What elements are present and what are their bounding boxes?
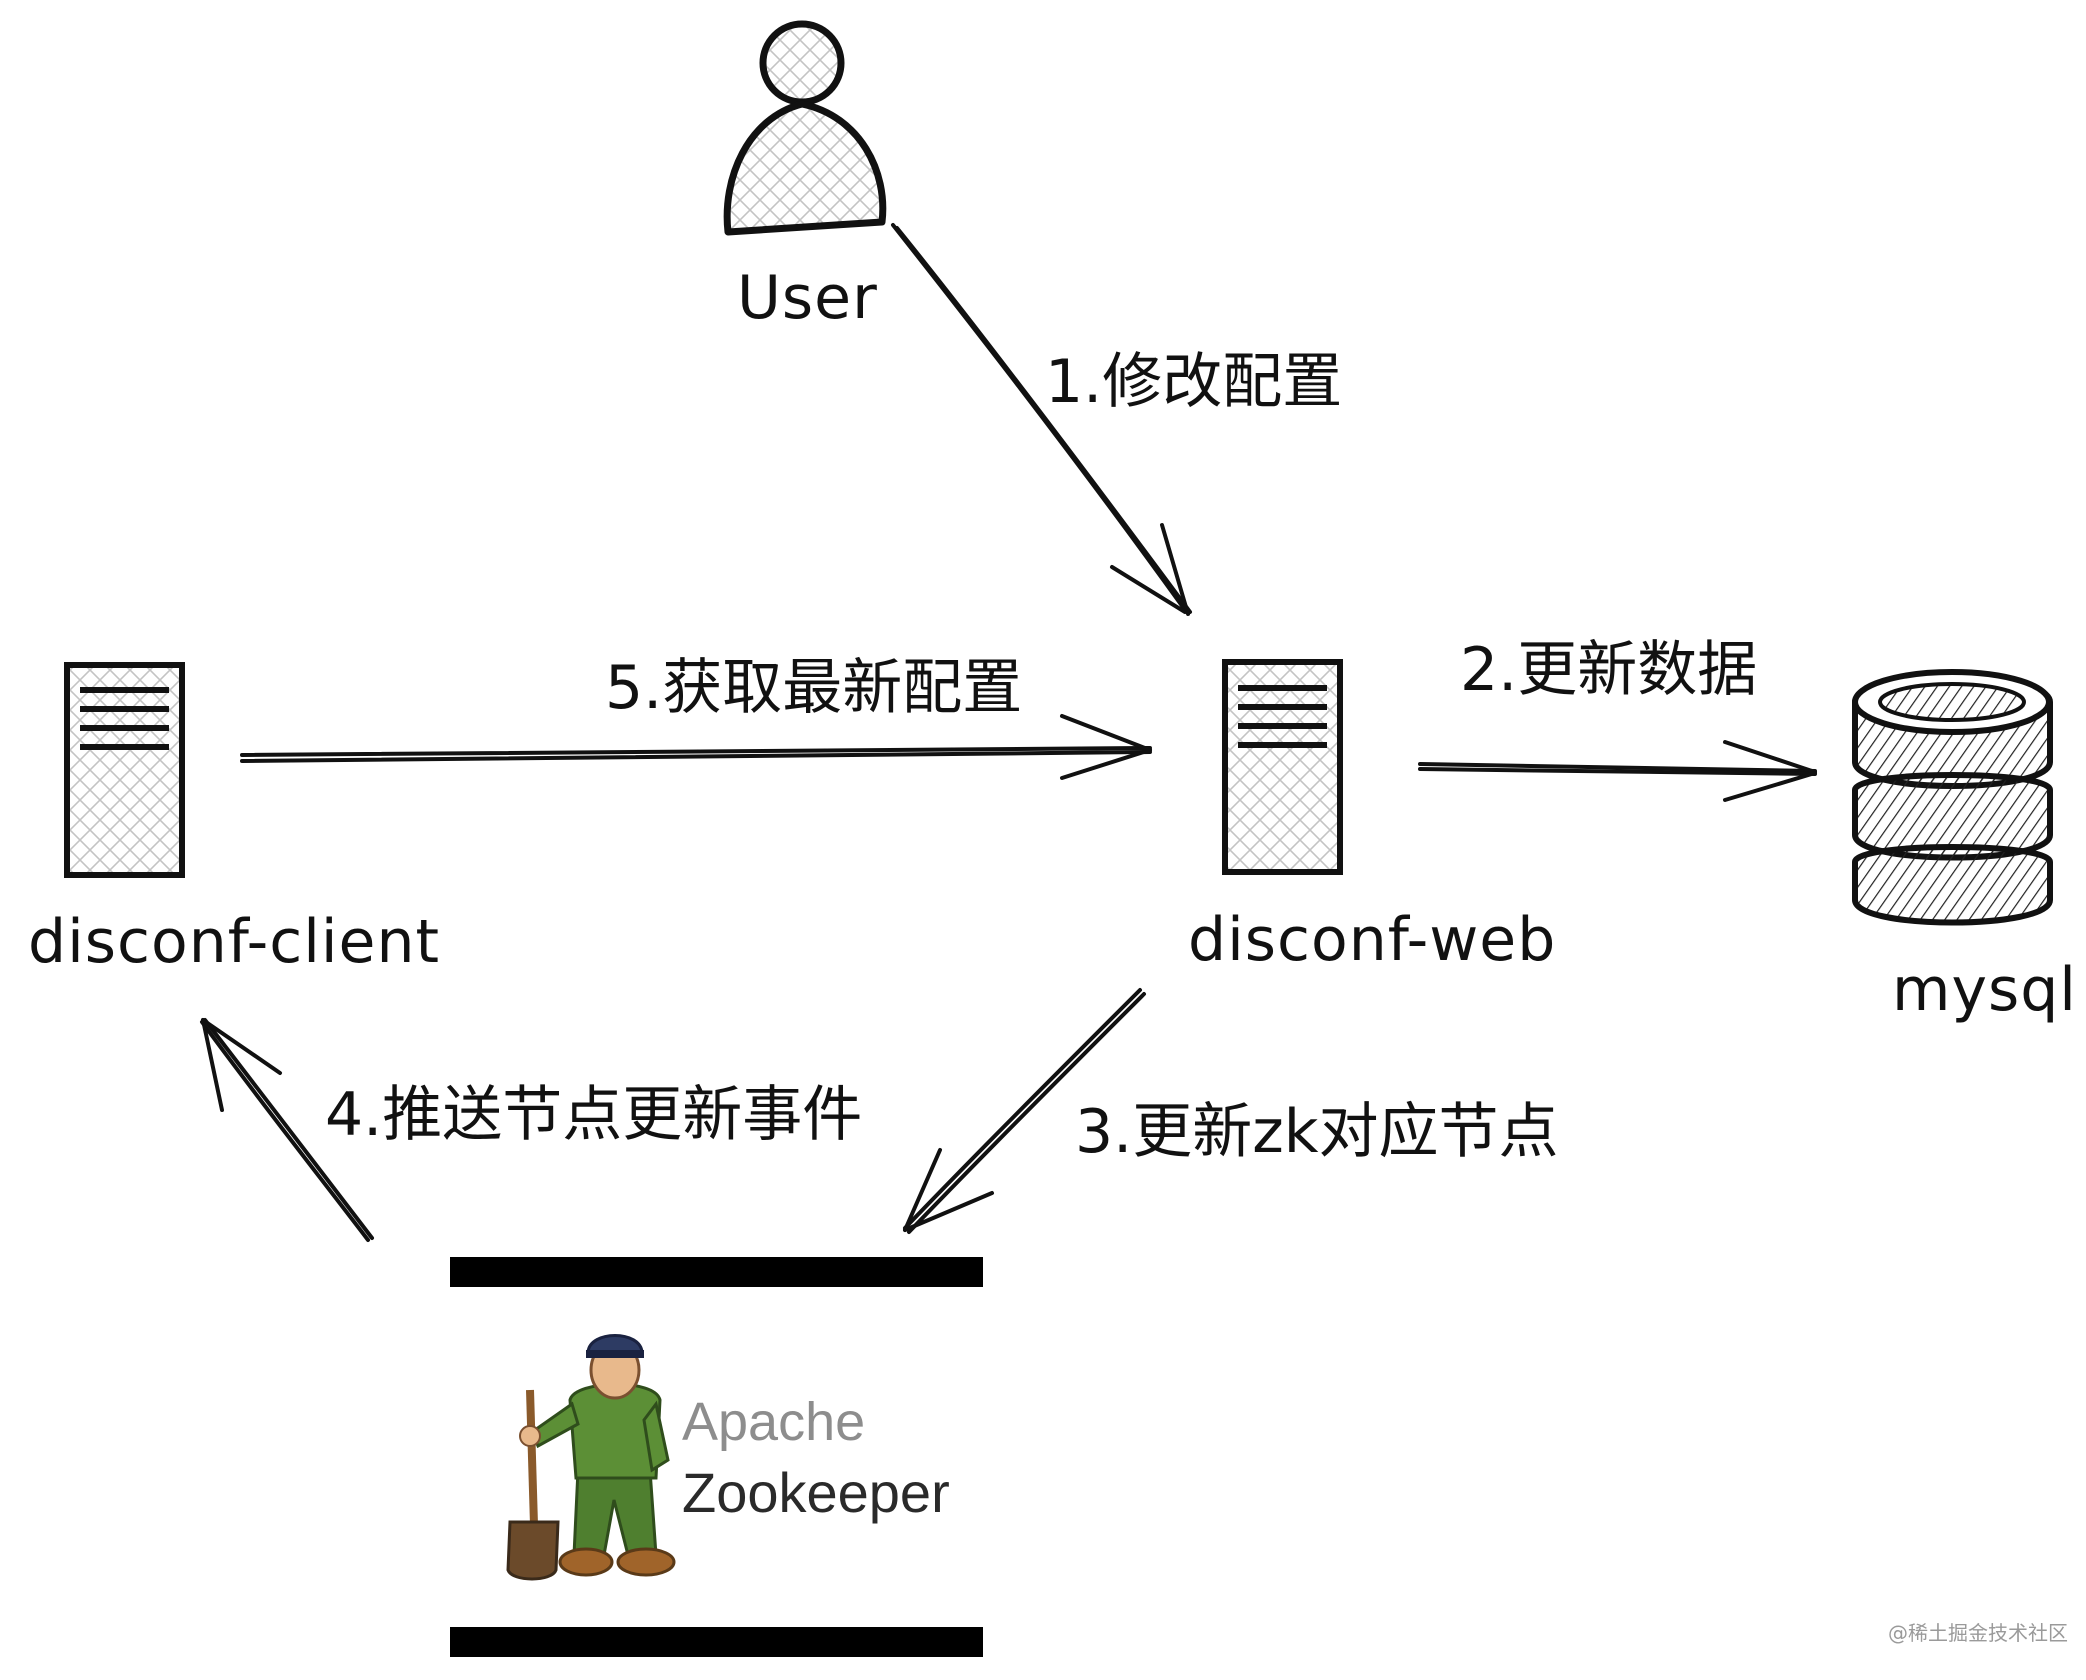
- mysql-label: mysql: [1892, 955, 2077, 1025]
- database-icon: [1852, 669, 2053, 926]
- watermark: @稀土掘金技术社区: [1888, 1621, 2068, 1645]
- zookeeper-bottom-bar: [450, 1627, 983, 1657]
- edge-label-2: 2.更新数据: [1460, 635, 1758, 705]
- zookeeper-logo-line2: Zookeeper: [682, 1461, 950, 1524]
- edge-client-to-web: [240, 714, 1152, 780]
- edge-zookeeper-to-client: [200, 1018, 374, 1242]
- zookeeper-mascot-icon: [506, 1334, 676, 1581]
- zookeeper-top-bar: [450, 1257, 983, 1287]
- edge-web-to-zookeeper: [903, 988, 1146, 1234]
- edge-web-to-mysql: [1418, 740, 1817, 802]
- client-label: disconf-client: [28, 907, 441, 977]
- zookeeper-logo-line1: Apache: [682, 1392, 866, 1452]
- edge-label-5: 5.获取最新配置: [605, 653, 1023, 723]
- edge-label-3: 3.更新zk对应节点: [1075, 1097, 1559, 1167]
- user-icon: [723, 20, 887, 236]
- web-label: disconf-web: [1188, 905, 1557, 975]
- user-label: User: [737, 263, 878, 333]
- client-server-icon: [64, 662, 185, 878]
- web-server-icon: [1222, 659, 1343, 875]
- edge-label-4: 4.推送节点更新事件: [325, 1080, 863, 1150]
- edge-label-1: 1.修改配置: [1045, 347, 1343, 417]
- edge-user-to-web: [891, 223, 1192, 616]
